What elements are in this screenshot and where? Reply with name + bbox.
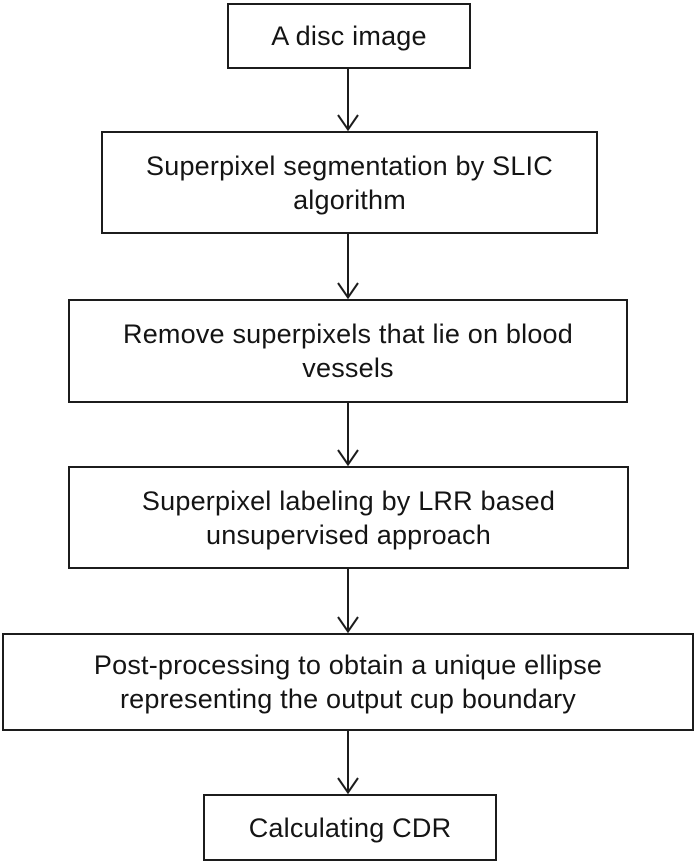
flow-arrow-down-icon [337,569,359,633]
flow-node-disc-image: A disc image [227,3,471,69]
flow-node-remove-vessels: Remove superpixels that lie on blood ves… [68,299,628,403]
flow-arrow-down-icon [337,234,359,299]
flow-node-post-processing: Post-processing to obtain a unique ellip… [2,633,694,731]
flow-arrow-down-icon [337,731,359,794]
flow-node-calculating-cdr: Calculating CDR [203,794,497,861]
flow-node-slic-segmentation: Superpixel segmentation by SLIC algorith… [101,131,598,234]
flow-arrow-down-icon [337,69,359,131]
flow-node-lrr-labeling: Superpixel labeling by LRR based unsuper… [68,466,629,569]
flow-arrow-down-icon [337,403,359,466]
